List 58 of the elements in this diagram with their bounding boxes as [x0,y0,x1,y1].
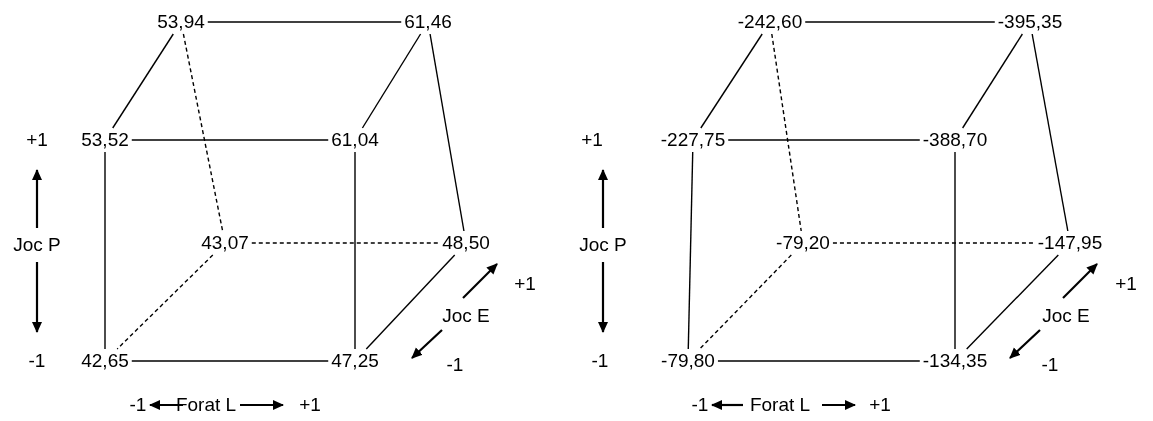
axis-value: -1 [445,353,465,377]
vertex-value: -79,80 [658,349,718,373]
cube-edge-line [954,151,956,350]
axis-value: -1 [690,393,710,417]
cube-edge-line [966,254,1059,350]
axis-value: +1 [513,272,537,296]
cube-edge-line [961,33,1024,129]
vertex-value: -79,20 [773,231,833,255]
vertex-value: -395,35 [994,10,1066,34]
vertex-value: 43,07 [198,231,252,255]
vertex-value: 53,94 [154,10,208,34]
axis-title: Joc E [441,304,491,328]
cube-edge-line [700,33,763,129]
hidden-edge-line [699,254,792,350]
axis-value: +1 [25,128,49,152]
vertex-value: 48,50 [439,231,493,255]
axis-value: +1 [580,128,604,152]
axis-value: -1 [27,349,47,373]
cube-edge-line [354,151,356,350]
axis-title: Joc P [12,233,62,257]
axis-value: +1 [868,393,892,417]
vertex-value: 42,65 [78,349,132,373]
hidden-edge-line [251,242,440,244]
cube-edge-line [429,33,465,232]
cube-edge-line [131,360,329,362]
vertex-value: 53,52 [78,128,132,152]
cube-edge-line [112,33,174,129]
vertex-value: -134,35 [919,349,991,373]
vertex-value: 47,25 [328,349,382,373]
axis-value: -1 [1040,353,1060,377]
hidden-edge-line [182,33,224,232]
vertex-value: -388,70 [919,128,991,152]
cube-edge-line [361,33,422,129]
axis-value: -1 [128,393,148,417]
axis-value: +1 [298,393,322,417]
cube-edge-line [1031,33,1069,232]
vertex-value: 61,04 [328,128,382,152]
axis-title: Joc E [1041,304,1091,328]
axis-value: +1 [1114,272,1138,296]
vertex-value: -227,75 [657,128,729,152]
cube-edge-line [104,151,106,350]
cube-edge-line [131,139,329,141]
vertex-value: -147,95 [1034,231,1106,255]
cube-edge-line [365,254,456,350]
cube-edge-line [727,139,921,141]
vertex-value: 61,46 [401,10,455,34]
axis-value: -1 [590,349,610,373]
vertex-value: -242,60 [734,10,806,34]
cube-edge-line [207,21,402,23]
cube-edge-line [717,360,921,362]
cube-edge-line [687,151,694,350]
hidden-edge-line [771,33,802,232]
cube-edge-line [804,21,996,23]
hidden-edge-line [832,242,1036,244]
axis-title: Joc P [578,233,628,257]
axis-title: Forat L [174,393,238,417]
hidden-edge-line [116,254,214,350]
axis-title: Forat L [748,393,812,417]
